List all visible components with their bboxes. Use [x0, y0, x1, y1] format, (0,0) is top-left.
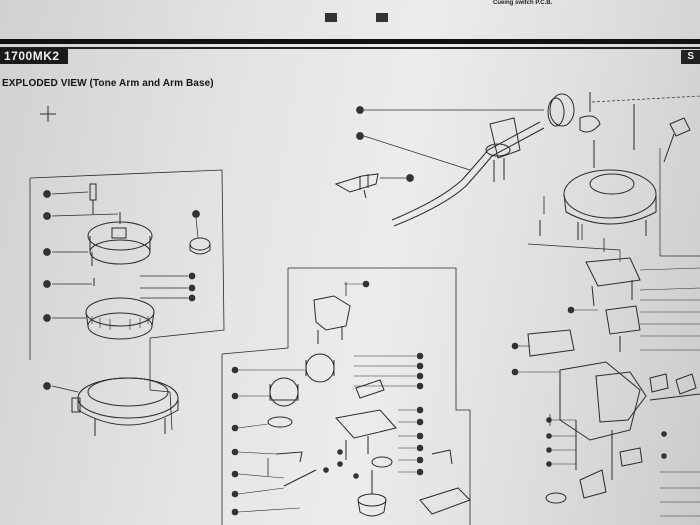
arm-callouts	[356, 106, 544, 182]
motor-assembly	[267, 295, 471, 517]
header-rule	[0, 39, 700, 44]
section-title: EXPLODED VIEW (Tone Arm and Arm Base)	[2, 78, 214, 89]
model-label: 1700MK2	[0, 48, 68, 64]
header-rule-thin	[0, 47, 700, 49]
symbol-icon	[376, 13, 388, 22]
screw-parts	[267, 196, 605, 476]
registration-mark	[40, 106, 56, 122]
lifter-mechanism	[585, 257, 641, 352]
tone-arm	[334, 93, 575, 227]
right-group-frame	[591, 95, 700, 103]
left-group-frame	[29, 169, 225, 431]
arm-base-right	[539, 92, 691, 240]
left-callouts	[43, 190, 200, 393]
switch-pcb-assembly	[527, 329, 700, 504]
center-callouts	[231, 280, 424, 516]
right-callouts	[511, 267, 700, 517]
top-caption: Cueing switch P.C.B.	[493, 0, 553, 6]
arm-base-assembly	[71, 183, 211, 436]
symbol-icon	[325, 13, 337, 22]
page-code: S	[681, 50, 700, 64]
center-group-frame	[288, 267, 471, 525]
